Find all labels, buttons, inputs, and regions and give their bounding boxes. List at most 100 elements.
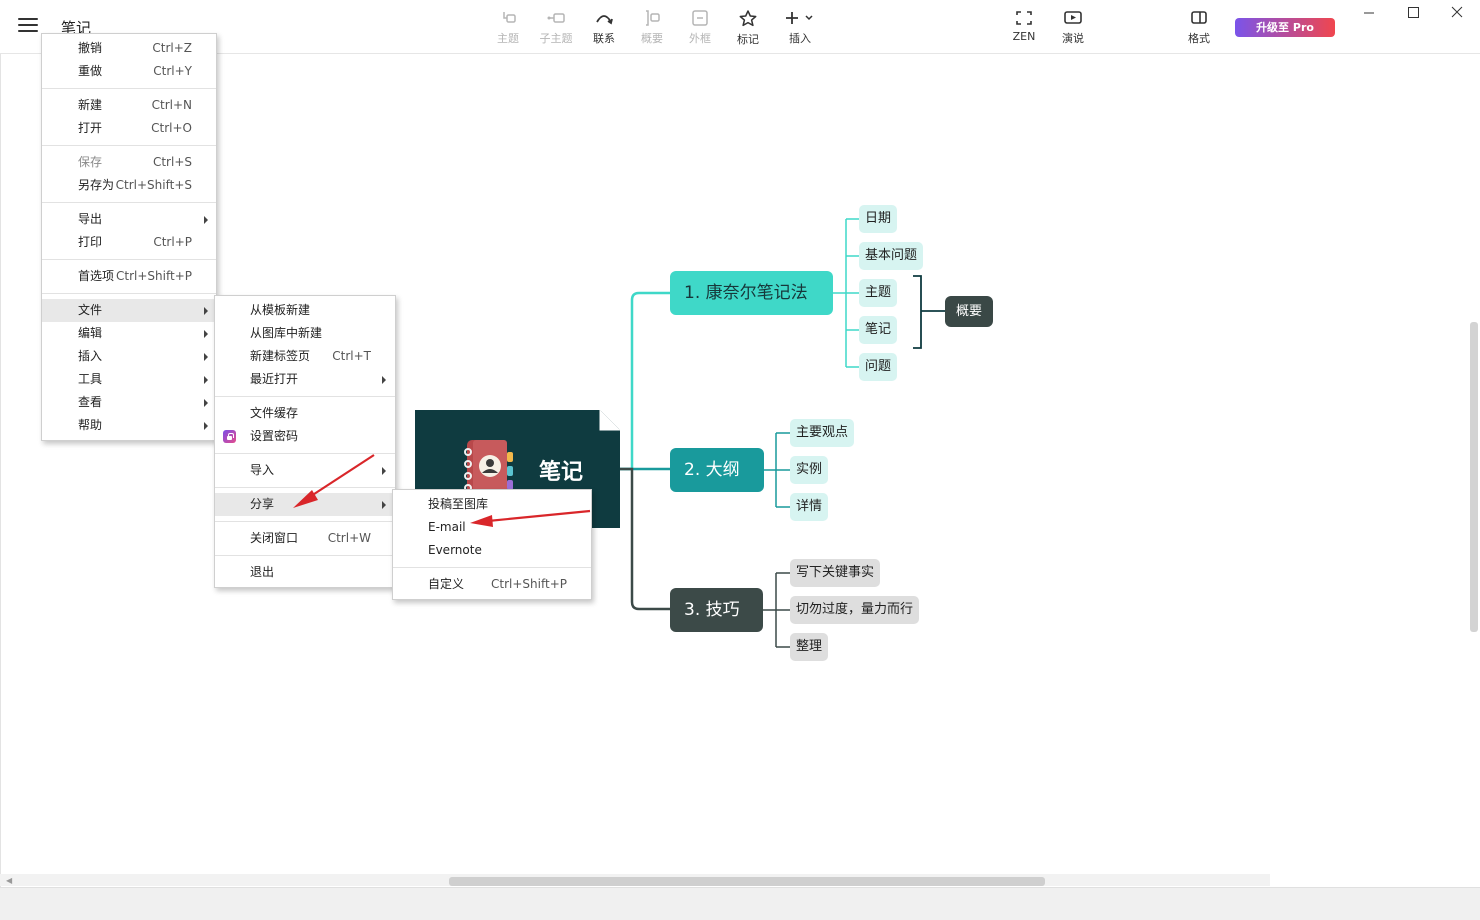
topic-button[interactable]: 主题 xyxy=(483,10,533,48)
menu-item-label: 文件缓存 xyxy=(250,406,299,420)
menu-item-export[interactable]: 导出 xyxy=(42,208,216,231)
marker-label: 标记 xyxy=(737,33,759,46)
menu-item-label: 从模板新建 xyxy=(250,303,311,317)
menu-separator xyxy=(215,555,395,556)
menu-item-set-password[interactable]: 设置密码 xyxy=(215,425,395,448)
connector-root-b3 xyxy=(620,467,670,611)
menu-item-email[interactable]: E-mail xyxy=(393,516,591,539)
menu-item-recent[interactable]: 最近打开 xyxy=(215,368,395,391)
branch-topic-tips[interactable]: 3. 技巧 xyxy=(670,588,763,632)
menu-item-insert[interactable]: 插入 xyxy=(42,345,216,368)
menu-item-custom[interactable]: 自定义 Ctrl+Shift+P xyxy=(393,573,591,596)
menu-separator xyxy=(215,453,395,454)
subtopic-basic-question[interactable]: 基本问题 xyxy=(859,242,924,270)
subtopic-notes[interactable]: 笔记 xyxy=(859,316,898,344)
maximize-icon xyxy=(1408,7,1419,18)
hamburger-menu-icon[interactable] xyxy=(18,18,38,36)
menu-item-help[interactable]: 帮助 xyxy=(42,414,216,437)
menu-item-label: E-mail xyxy=(428,520,466,534)
summary-bracket xyxy=(913,275,945,349)
zen-label: ZEN xyxy=(1012,30,1036,43)
subtopic-date[interactable]: 日期 xyxy=(859,205,898,233)
menu-item-tools[interactable]: 工具 xyxy=(42,368,216,391)
upgrade-pro-button[interactable]: 升级至 Pro xyxy=(1235,18,1335,37)
status-bar xyxy=(0,887,1480,920)
menu-item-submit-to-gallery[interactable]: 投稿至图库 xyxy=(393,493,591,516)
menu-item-view[interactable]: 查看 xyxy=(42,391,216,414)
menu-item-shortcut: Ctrl+Y xyxy=(153,64,192,78)
submenu-arrow-icon xyxy=(204,330,208,338)
plus-icon xyxy=(786,12,813,24)
menu-item-label: 新建 xyxy=(78,98,103,112)
subtopic-examples[interactable]: 实例 xyxy=(790,456,829,484)
menu-item-shortcut: Ctrl+W xyxy=(327,531,371,545)
branch-topic-outline[interactable]: 2. 大纲 xyxy=(670,448,764,492)
format-button[interactable]: 格式 xyxy=(1174,10,1224,48)
menu-separator xyxy=(42,202,216,203)
menu-item-quit[interactable]: 退出 xyxy=(215,561,395,584)
subtopic-main-points[interactable]: 主要观点 xyxy=(790,419,855,447)
submenu-arrow-icon xyxy=(382,376,386,384)
boundary-button[interactable]: 外框 xyxy=(675,10,725,48)
present-button[interactable]: 演说 xyxy=(1048,10,1098,48)
menu-item-evernote[interactable]: Evernote xyxy=(393,539,591,562)
summary-button[interactable]: 概要 xyxy=(627,10,677,48)
document-title: 笔记 xyxy=(61,19,92,37)
menu-item-label: 插入 xyxy=(78,349,103,363)
menu-item-share[interactable]: 分享 xyxy=(215,493,395,516)
summary-topic[interactable]: 概要 xyxy=(945,296,994,327)
subtopic-button[interactable]: 子主题 xyxy=(531,10,581,48)
top-toolbar: 笔记 主题 子主题 联系 概要 外框 标记 插入 ZEN 演说 格式 升级至 P… xyxy=(0,0,1480,54)
close-icon xyxy=(1451,6,1463,18)
subtopic-question[interactable]: 问题 xyxy=(859,353,898,381)
canvas-left-border xyxy=(0,54,1,887)
subtopic-topic[interactable]: 主题 xyxy=(859,279,898,307)
menu-item-label: 查看 xyxy=(78,395,103,409)
star-icon xyxy=(739,10,757,27)
scroll-left-arrow-icon[interactable]: ◀ xyxy=(6,876,13,885)
menu-item-shortcut: Ctrl+Shift+P xyxy=(491,577,567,591)
menu-item-label: 分享 xyxy=(250,497,275,511)
menu-separator xyxy=(215,396,395,397)
maximize-button[interactable] xyxy=(1401,2,1425,22)
insert-button[interactable]: 插入 xyxy=(775,10,825,48)
menu-item-label: 新建标签页 xyxy=(250,349,311,363)
vertical-scrollbar-thumb[interactable] xyxy=(1470,322,1478,632)
minimize-button[interactable] xyxy=(1357,2,1381,22)
subtopic-organize[interactable]: 整理 xyxy=(790,633,829,661)
submenu-arrow-icon xyxy=(204,353,208,361)
branch-topic-cornell[interactable]: 1. 康奈尔笔记法 xyxy=(670,271,833,315)
menu-item-label: 设置密码 xyxy=(250,429,299,443)
subtopic-details[interactable]: 详情 xyxy=(790,493,829,521)
subtopic-dont-overdo[interactable]: 切勿过度，量力而行 xyxy=(790,596,920,624)
menu-item-file-cache[interactable]: 文件缓存 xyxy=(215,402,395,425)
menu-item-edit[interactable]: 编辑 xyxy=(42,322,216,345)
menu-item-import[interactable]: 导入 xyxy=(215,459,395,482)
menu-item-label: 打开 xyxy=(78,121,103,135)
submenu-arrow-icon xyxy=(204,307,208,315)
relationship-button[interactable]: 联系 xyxy=(579,10,629,48)
menu-item-label: 帮助 xyxy=(78,418,103,432)
subtopic-key-facts[interactable]: 写下关键事实 xyxy=(790,559,881,587)
menu-item-new-from-template[interactable]: 从模板新建 xyxy=(215,299,395,322)
horizontal-scrollbar-thumb[interactable] xyxy=(449,877,1045,886)
menu-item-new-from-gallery[interactable]: 从图库中新建 xyxy=(215,322,395,345)
close-window-button[interactable] xyxy=(1445,2,1469,22)
menu-item-label: 导出 xyxy=(78,212,103,226)
menu-item-label: 自定义 xyxy=(428,577,465,591)
menu-item-shortcut: Ctrl+Shift+P xyxy=(116,269,192,283)
marker-button[interactable]: 标记 xyxy=(723,10,773,48)
menu-item-file[interactable]: 文件 xyxy=(42,299,216,322)
zen-button[interactable]: ZEN xyxy=(999,10,1049,48)
